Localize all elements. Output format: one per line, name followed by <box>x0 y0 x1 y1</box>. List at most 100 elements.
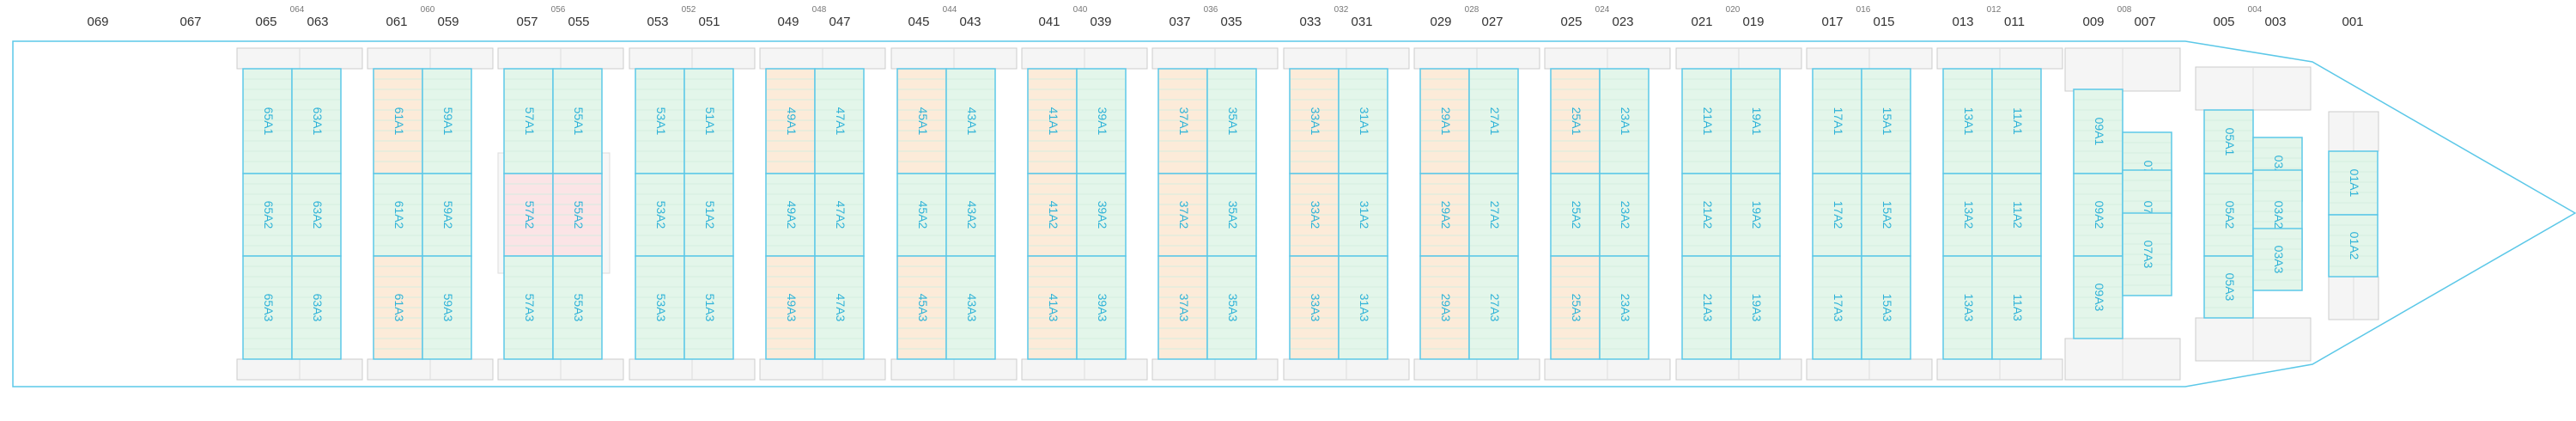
container-slot[interactable]: 55A3 <box>552 255 603 360</box>
container-slot[interactable]: 65A2 <box>242 173 293 257</box>
container-slot[interactable]: 45A3 <box>896 255 947 360</box>
container-slot[interactable]: 17A3 <box>1812 255 1862 360</box>
container-slot[interactable]: 41A2 <box>1027 173 1078 257</box>
container-slot[interactable]: 41A1 <box>1027 68 1078 174</box>
container-slot[interactable]: 65A1 <box>242 68 293 174</box>
container-slot[interactable]: 57A1 <box>503 68 554 174</box>
container-slot[interactable]: 61A1 <box>373 68 423 174</box>
container-slot[interactable]: 21A1 <box>1681 68 1732 174</box>
container-slot[interactable]: 19A2 <box>1730 173 1781 257</box>
container-slot[interactable]: 05A3 <box>2203 255 2254 319</box>
container-slot[interactable]: 31A2 <box>1338 173 1388 257</box>
container-slot[interactable]: 51A1 <box>683 68 734 174</box>
container-slot[interactable]: 21A2 <box>1681 173 1732 257</box>
container-slot[interactable]: 29A2 <box>1419 173 1470 257</box>
container-slot[interactable]: 25A2 <box>1550 173 1601 257</box>
container-slot[interactable]: 25A1 <box>1550 68 1601 174</box>
container-slot[interactable]: 15A3 <box>1861 255 1911 360</box>
container-slot[interactable]: 03A3 <box>2252 228 2303 291</box>
container-slot[interactable]: 31A1 <box>1338 68 1388 174</box>
container-slot[interactable]: 15A1 <box>1861 68 1911 174</box>
container-slot[interactable]: 49A1 <box>765 68 816 174</box>
container-slot[interactable]: 09A2 <box>2073 173 2123 257</box>
container-slot[interactable]: 63A2 <box>291 173 342 257</box>
container-slot[interactable]: 65A3 <box>242 255 293 360</box>
container-slot[interactable]: 19A1 <box>1730 68 1781 174</box>
container-slot[interactable]: 37A3 <box>1157 255 1208 360</box>
container-slot[interactable]: 53A1 <box>635 68 685 174</box>
container-slot[interactable]: 57A3 <box>503 255 554 360</box>
container-slot[interactable]: 19A3 <box>1730 255 1781 360</box>
container-slot[interactable]: 49A2 <box>765 173 816 257</box>
container-slot[interactable]: 11A2 <box>1991 173 2042 257</box>
container-slot[interactable]: 05A2 <box>2203 173 2254 257</box>
container-slot[interactable]: 11A3 <box>1991 255 2042 360</box>
container-slot[interactable]: 07A3 <box>2122 212 2172 296</box>
container-slot[interactable]: 45A1 <box>896 68 947 174</box>
container-slot[interactable]: 55A1 <box>552 68 603 174</box>
container-slot[interactable]: 63A3 <box>291 255 342 360</box>
slot-cell <box>1206 68 1257 174</box>
container-slot[interactable]: 35A3 <box>1206 255 1257 360</box>
container-slot[interactable]: 27A2 <box>1468 173 1519 257</box>
container-slot[interactable]: 37A2 <box>1157 173 1208 257</box>
container-slot[interactable]: 27A1 <box>1468 68 1519 174</box>
container-slot[interactable]: 35A2 <box>1206 173 1257 257</box>
container-slot[interactable]: 49A3 <box>765 255 816 360</box>
container-slot[interactable]: 29A1 <box>1419 68 1470 174</box>
container-slot[interactable]: 63A1 <box>291 68 342 174</box>
container-slot[interactable]: 11A1 <box>1991 68 2042 174</box>
container-slot[interactable]: 29A3 <box>1419 255 1470 360</box>
container-slot[interactable]: 47A3 <box>814 255 865 360</box>
container-slot[interactable]: 39A2 <box>1076 173 1127 257</box>
container-slot[interactable]: 33A2 <box>1289 173 1340 257</box>
container-slot[interactable]: 21A3 <box>1681 255 1732 360</box>
container-slot[interactable]: 35A1 <box>1206 68 1257 174</box>
container-slot[interactable]: 33A3 <box>1289 255 1340 360</box>
container-slot[interactable]: 53A3 <box>635 255 685 360</box>
container-slot[interactable]: 25A3 <box>1550 255 1601 360</box>
container-slot[interactable]: 43A3 <box>945 255 996 360</box>
container-slot[interactable]: 53A2 <box>635 173 685 257</box>
container-slot[interactable]: 31A3 <box>1338 255 1388 360</box>
container-slot[interactable]: 59A2 <box>422 173 472 257</box>
container-slot[interactable]: 23A2 <box>1599 173 1649 257</box>
container-slot[interactable]: 45A2 <box>896 173 947 257</box>
container-slot[interactable]: 39A3 <box>1076 255 1127 360</box>
container-slot[interactable]: 51A3 <box>683 255 734 360</box>
container-slot[interactable]: 27A3 <box>1468 255 1519 360</box>
container-slot[interactable]: 17A1 <box>1812 68 1862 174</box>
container-slot[interactable]: 57A2 <box>503 173 554 257</box>
container-slot[interactable]: 13A1 <box>1942 68 1993 174</box>
container-slot[interactable]: 13A2 <box>1942 173 1993 257</box>
container-slot[interactable]: 01A1 <box>2328 150 2379 216</box>
slot-label: 23A2 <box>1619 201 1632 229</box>
container-slot[interactable]: 43A1 <box>945 68 996 174</box>
container-slot[interactable]: 47A1 <box>814 68 865 174</box>
container-slot[interactable]: 37A1 <box>1157 68 1208 174</box>
container-slot[interactable]: 05A1 <box>2203 109 2254 174</box>
container-slot[interactable]: 39A1 <box>1076 68 1127 174</box>
container-slot[interactable]: 59A3 <box>422 255 472 360</box>
container-slot[interactable]: 17A2 <box>1812 173 1862 257</box>
container-slot[interactable]: 23A3 <box>1599 255 1649 360</box>
container-slot[interactable]: 61A3 <box>373 255 423 360</box>
bay-label: 029 <box>1430 15 1451 29</box>
container-slot[interactable]: 09A3 <box>2073 255 2123 339</box>
container-slot[interactable]: 13A3 <box>1942 255 1993 360</box>
container-slot[interactable]: 01A2 <box>2328 214 2379 278</box>
container-slot[interactable]: 09A1 <box>2073 88 2123 174</box>
container-slot[interactable]: 59A1 <box>422 68 472 174</box>
container-slot[interactable]: 47A2 <box>814 173 865 257</box>
container-slot[interactable]: 23A1 <box>1599 68 1649 174</box>
container-slot[interactable]: 33A1 <box>1289 68 1340 174</box>
container-slot[interactable]: 61A2 <box>373 173 423 257</box>
slot-label: 43A1 <box>965 107 979 136</box>
container-slot[interactable]: 51A2 <box>683 173 734 257</box>
container-slot[interactable]: 15A2 <box>1861 173 1911 257</box>
slot-label: 05A3 <box>2223 273 2237 302</box>
slot-label: 03A2 <box>2272 201 2286 229</box>
container-slot[interactable]: 41A3 <box>1027 255 1078 360</box>
container-slot[interactable]: 43A2 <box>945 173 996 257</box>
container-slot[interactable]: 55A2 <box>552 173 603 257</box>
